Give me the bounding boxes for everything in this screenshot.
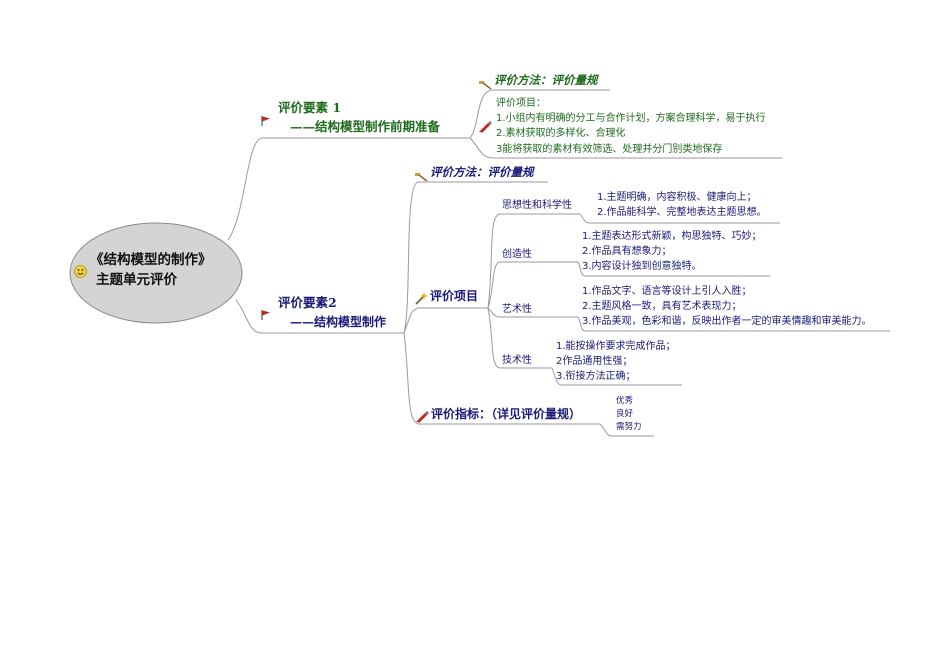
connector-project-cat2 [487,261,578,309]
indicator-level-1: 良好 [616,409,634,419]
pen-icon [478,118,492,137]
category-1-line-2: 3.内容设计独到创意独特。 [582,261,702,272]
category-3-line-2: 3.衔接方法正确； [556,371,636,382]
branch1-items-line-2: 2.素材获取的多样化、合理化 [496,128,626,139]
smiley-icon [74,263,87,282]
category-3-line-1: 2作品通用性强； [556,356,633,367]
category-name-3: 技术性 [502,355,532,366]
root-title: 《结构模型的制作》 [90,252,212,268]
category-name-2: 艺术性 [502,304,532,315]
category-name-0: 思想性和科学性 [502,200,572,211]
connector-root-branch2 [235,299,404,334]
connector-root-branch1 [227,137,470,241]
branch2-title: 评价要素2 [278,295,337,310]
connector-project-cat1 [487,213,580,309]
connector-project-cat4 [487,307,552,369]
category-0-line-1: 2.作品能科学、完整地表达主题思想。 [597,207,767,218]
category-0-line-0: 1.主题明确，内容积极、健康向上； [597,192,757,203]
connector-project-cat3 [487,307,578,318]
branch2-method-label: 评价方法：评价量规 [430,165,534,179]
underline-indicator-levels [599,423,654,437]
connector-branch1-method [469,89,610,139]
underline-cat2-details [577,261,770,277]
connector-branch2-project [403,307,488,334]
category-name-1: 创造性 [502,249,532,260]
branch1-subtitle: ——结构模型制作前期准备 [290,119,441,134]
connector-branch2-indicator [403,332,600,425]
root-subtitle: 主题单元评价 [96,272,177,288]
underline-cat3-details [577,316,890,332]
branch1-items-line-3: 3能将获取的素材有效筛选、处理并分门别类地保存 [496,144,723,155]
flag-icon [260,112,272,131]
category-2-line-1: 2.主题风格一致，具有艺术表现力； [582,301,742,312]
wand-icon [414,290,428,309]
branch1-title: 评价要素 1 [278,100,342,115]
category-2-line-0: 1.作品文字、语言等设计上引人入胜； [582,286,752,297]
flag-icon [260,306,272,325]
branch2-subtitle: ——结构模型制作 [290,315,387,329]
category-1-line-1: 2.作品具有想象力； [582,246,672,257]
connector-branch1-items [469,137,782,159]
hammer-icon [414,168,428,187]
branch1-method-label: 评价方法：评价量规 [494,73,598,87]
hammer-icon [478,76,492,95]
indicator-level-0: 优秀 [616,396,634,406]
root-node-oval[interactable] [69,222,243,324]
category-2-line-2: 3.作品美观，色彩和谐，反映出作者一定的审美情趣和审美能力。 [582,316,872,327]
category-1-line-0: 1.主题表达形式新颖，构思独特、巧妙； [582,231,762,242]
pen-icon [415,408,429,427]
underline-cat1-details [579,213,780,224]
indicator-level-2: 需努力 [616,422,642,432]
branch2-project-label: 评价项目 [430,289,479,303]
branch1-items-line-0: 评价项目： [496,98,546,109]
underline-cat4-details [551,367,682,386]
connector-branch2-method [403,181,548,334]
branch1-items-line-1: 1.小组内有明确的分工与合作计划，方案合理科学，易于执行 [496,113,766,124]
branch2-indicator-label: 评价指标：（详见评价量规） [431,407,582,421]
category-3-line-0: 1.能按操作要求完成作品； [556,341,676,352]
